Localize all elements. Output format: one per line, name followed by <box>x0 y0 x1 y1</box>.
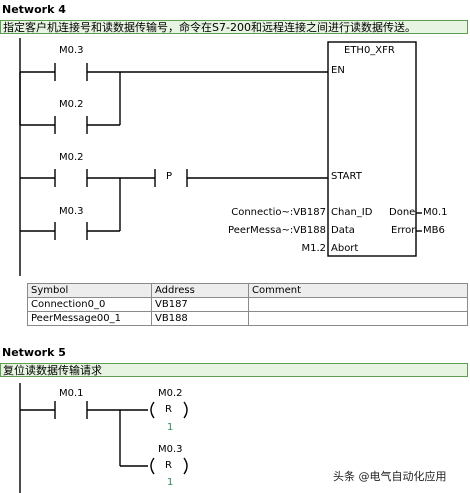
network4-title: Network 4 <box>2 3 66 16</box>
address-cell[interactable]: VB188 <box>151 311 249 326</box>
eth0-xfr-block <box>327 41 417 257</box>
coil1-count: 1 <box>167 422 174 433</box>
col-comment: Comment <box>248 283 468 298</box>
coil1-op: R <box>165 404 172 415</box>
comment-cell[interactable] <box>248 311 468 326</box>
pin-done: Done <box>389 207 416 218</box>
coil2-right-paren <box>183 457 188 475</box>
pin-chan-id: Chan_ID <box>331 207 373 218</box>
contact-label: M0.2 <box>59 99 84 110</box>
network4-comment[interactable]: 指定客户机连接号和读数据传输号，命令在S7-200和远程连接之间进行读数据传送。 <box>0 20 468 34</box>
contact-label: M0.3 <box>59 45 84 56</box>
col-address: Address <box>151 283 249 298</box>
param-chan-id[interactable]: Connectio~:VB187 <box>231 207 326 218</box>
pin-data: Data <box>331 225 355 236</box>
contact-label: M0.1 <box>59 388 84 399</box>
symbol-cell[interactable]: Connection0_0 <box>27 297 152 312</box>
coil1-right-paren <box>183 401 188 419</box>
p-contact-label: P <box>166 171 173 182</box>
coil2-address: M0.3 <box>158 444 183 455</box>
pin-start: START <box>331 171 362 182</box>
param-done[interactable]: M0.1 <box>423 207 448 218</box>
table-row[interactable]: Connection0_0 VB187 <box>27 297 468 312</box>
pin-abort: Abort <box>331 243 359 254</box>
contact-label: M0.2 <box>59 152 84 163</box>
pin-en: EN <box>331 65 345 76</box>
coil1-address: M0.2 <box>158 388 183 399</box>
coil2-left-paren <box>150 457 155 475</box>
contact-label: M0.3 <box>59 206 84 217</box>
table-row[interactable]: PeerMessage00_1 VB188 <box>27 311 468 326</box>
param-error[interactable]: MB6 <box>423 225 445 236</box>
coil2-op: R <box>165 460 172 471</box>
coil1-left-paren <box>150 401 155 419</box>
symbol-table-header: Symbol Address Comment <box>27 283 468 298</box>
block-name: ETH0_XFR <box>344 45 395 56</box>
param-abort[interactable]: M1.2 <box>301 243 326 254</box>
watermark: 头条 @电气自动化应用 <box>333 470 447 483</box>
pin-error: Error <box>391 225 416 236</box>
comment-cell[interactable] <box>248 297 468 312</box>
col-symbol: Symbol <box>27 283 152 298</box>
coil2-count: 1 <box>167 477 174 488</box>
network5-comment[interactable]: 复位读数据传输请求 <box>0 363 468 377</box>
symbol-table: Symbol Address Comment Connection0_0 VB1… <box>27 283 468 326</box>
network5-title: Network 5 <box>2 346 66 359</box>
symbol-cell[interactable]: PeerMessage00_1 <box>27 311 152 326</box>
address-cell[interactable]: VB187 <box>151 297 249 312</box>
param-data[interactable]: PeerMessa~:VB188 <box>228 225 326 236</box>
